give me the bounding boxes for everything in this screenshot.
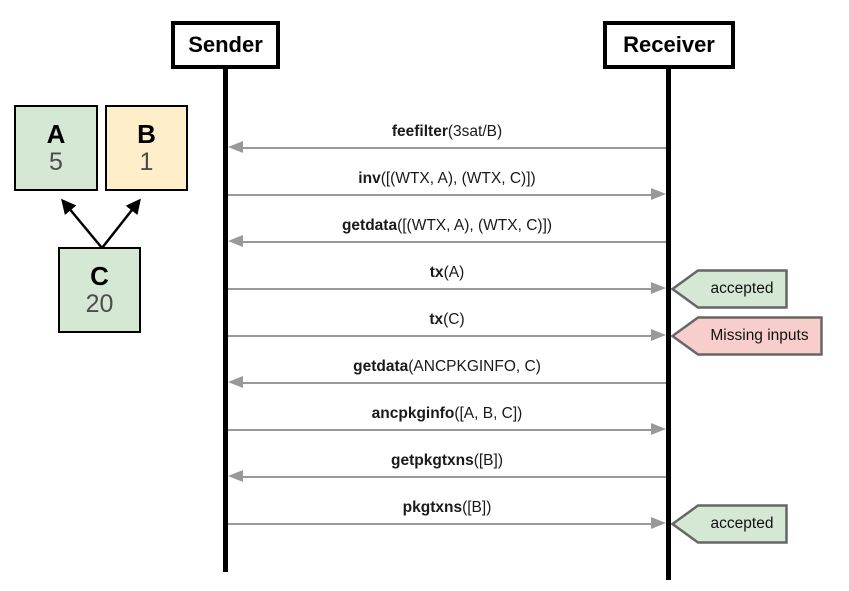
message-name: tx — [429, 311, 444, 328]
message-args: (3sat/B) — [447, 123, 503, 140]
message-arrow-line — [241, 241, 666, 244]
arrowhead-right-icon — [651, 188, 666, 200]
message-args: ([A, B, C]) — [454, 405, 523, 422]
message-label: ancpkginfo([A, B, C]) — [228, 403, 666, 425]
status-tag-error: Missing inputs — [671, 316, 823, 356]
status-tag-shape — [671, 269, 788, 309]
lifeline-receiver — [666, 69, 671, 580]
message-label: inv([(WTX, A), (WTX, C)]) — [228, 168, 666, 190]
arrowhead-right-icon — [651, 423, 666, 435]
message-name: getdata — [353, 358, 409, 375]
arrowhead-right-icon — [651, 282, 666, 294]
status-tag-text: accepted — [710, 515, 774, 532]
message-arrow-line — [228, 335, 653, 338]
tx-node-c: C 20 — [58, 247, 141, 333]
message-label: getdata(ANCPKGINFO, C) — [228, 356, 666, 378]
message-name: inv — [358, 170, 381, 187]
status-tag-success: accepted — [671, 269, 788, 309]
tx-node-a: A 5 — [14, 105, 98, 191]
message-args: ([B]) — [473, 452, 503, 469]
message-arrow-line — [228, 288, 653, 291]
arrowhead-right-icon — [651, 517, 666, 529]
arrowhead-left-icon — [228, 376, 243, 388]
tx-node-b-label: B — [137, 119, 156, 150]
status-tag-text: Missing inputs — [710, 327, 809, 344]
dag-edge-c-to-b — [101, 198, 141, 249]
arrowhead-right-icon — [651, 329, 666, 341]
message-arrow-line — [241, 476, 666, 479]
tx-node-a-label: A — [46, 119, 66, 150]
actor-sender: Sender — [171, 21, 280, 69]
status-tag-text: accepted — [710, 280, 774, 297]
status-tag-success: accepted — [671, 504, 788, 544]
message-name: ancpkginfo — [371, 405, 455, 422]
message-args: (ANCPKGINFO, C) — [408, 358, 541, 375]
arrowhead-left-icon — [228, 470, 243, 482]
message-name: feefilter — [391, 123, 448, 140]
message-arrow-line — [228, 429, 653, 432]
dag-edge-c-to-a — [61, 198, 103, 249]
message-label: getpkgtxns([B]) — [228, 450, 666, 472]
arrowhead-left-icon — [228, 235, 243, 247]
actor-sender-label: Sender — [188, 32, 263, 57]
actor-receiver: Receiver — [603, 21, 735, 69]
status-tag-shape — [671, 504, 788, 544]
message-arrow-line — [241, 147, 666, 150]
dag-edges — [61, 198, 141, 249]
message-arrow-line — [241, 382, 666, 385]
message-name: getdata — [341, 217, 398, 234]
tx-node-b: B 1 — [105, 105, 188, 191]
message-arrow-line — [228, 523, 653, 526]
message-args: (C) — [443, 311, 465, 328]
message-args: (A) — [443, 264, 465, 281]
status-tag-shape — [671, 316, 823, 356]
message-args: ([(WTX, A), (WTX, C)]) — [380, 170, 536, 187]
message-args: ([(WTX, A), (WTX, C)]) — [397, 217, 553, 234]
message-args: ([B]) — [462, 499, 492, 516]
tx-node-a-value: 5 — [49, 147, 63, 176]
lifeline-sender — [223, 69, 228, 572]
tx-node-c-label: C — [90, 261, 109, 292]
message-label: feefilter(3sat/B) — [228, 121, 666, 143]
message-label: getdata([(WTX, A), (WTX, C)]) — [228, 215, 666, 237]
message-label: tx(C) — [228, 309, 666, 331]
tx-node-b-value: 1 — [139, 147, 154, 176]
message-label: tx(A) — [228, 262, 666, 284]
tx-node-c-value: 20 — [85, 289, 114, 318]
message-label: pkgtxns([B]) — [228, 497, 666, 519]
message-name: tx — [429, 264, 444, 281]
message-arrow-line — [228, 194, 653, 197]
actor-receiver-label: Receiver — [623, 32, 715, 57]
message-name: pkgtxns — [402, 499, 463, 516]
message-name: getpkgtxns — [391, 452, 474, 469]
arrowhead-left-icon — [228, 141, 243, 153]
